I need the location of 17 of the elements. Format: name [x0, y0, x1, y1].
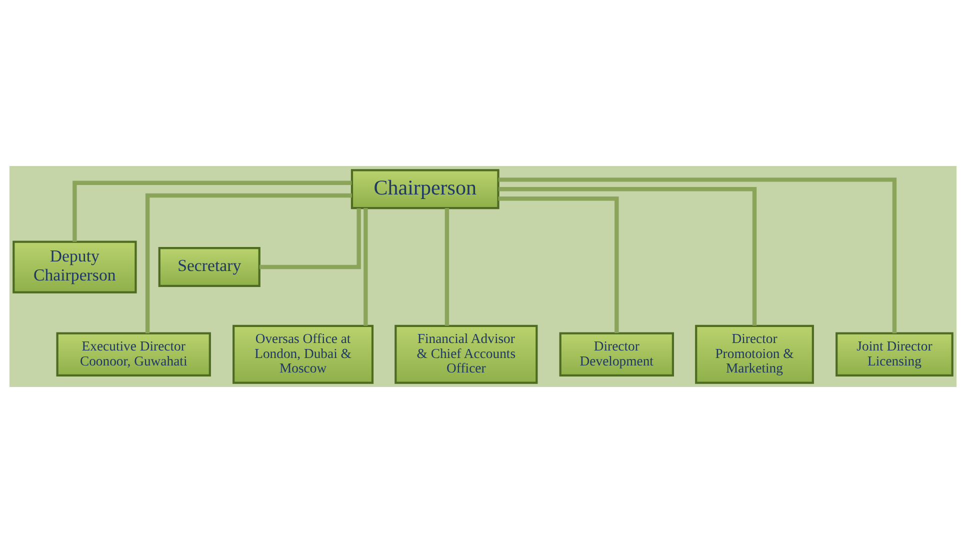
node-box: Joint Director Licensing [836, 332, 954, 376]
connector [498, 186, 757, 326]
node-box: Executive Director Coonoor, Guwahati [56, 332, 211, 376]
node-box: Director Promotoion & Marketing [695, 324, 814, 384]
node-box: Chairperson [350, 168, 500, 209]
connector [498, 177, 897, 333]
connector [145, 192, 352, 333]
node-box: Financial Advisor & Chief Accounts Officer [394, 324, 538, 384]
node-box: Director Development [559, 332, 674, 376]
node-box: Deputy Chairperson [12, 240, 137, 293]
connector [444, 208, 450, 326]
connector [260, 208, 361, 269]
node-box: Oversas Office at London, Dubai & Moscow [232, 324, 374, 384]
connector [72, 180, 352, 242]
connector [364, 208, 368, 326]
connector [498, 196, 619, 333]
node-box: Secretary [158, 246, 260, 287]
